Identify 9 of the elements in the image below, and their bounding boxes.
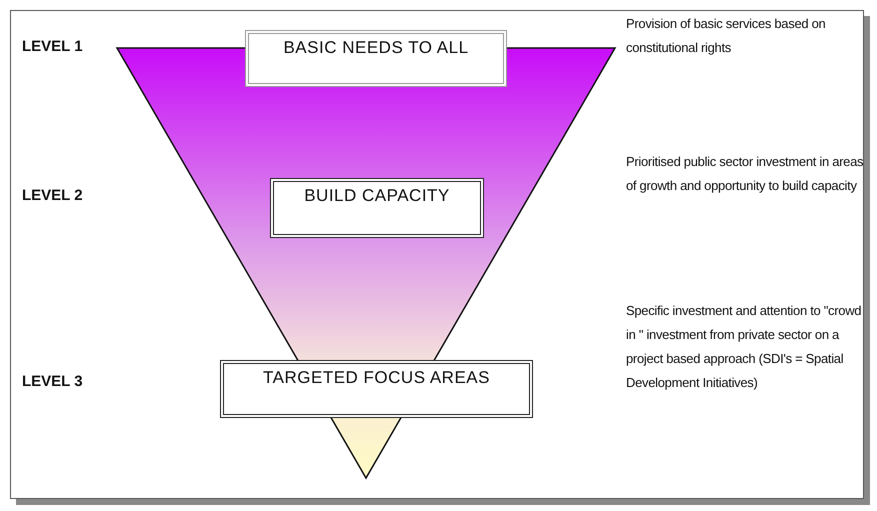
- description-text: Specific investment and attention to "crowd in " investment from private sector on a project based approach (SDI's = Spatial Development Initiatives): [626, 302, 862, 392]
- description-text: Provision of basic services based on constitutional rights: [626, 15, 826, 57]
- level-label: LEVEL 1: [22, 38, 83, 55]
- description-text: Prioritised public sector investment in areas of growth and opportunity to build capacity: [626, 153, 864, 195]
- level-box: BASIC NEEDS TO ALL: [245, 30, 507, 87]
- level-box: BUILD CAPACITY: [270, 178, 484, 238]
- level-label: LEVEL 3: [22, 373, 83, 390]
- level-box: TARGETED FOCUS AREAS: [220, 360, 533, 418]
- level-label: LEVEL 2: [22, 187, 83, 204]
